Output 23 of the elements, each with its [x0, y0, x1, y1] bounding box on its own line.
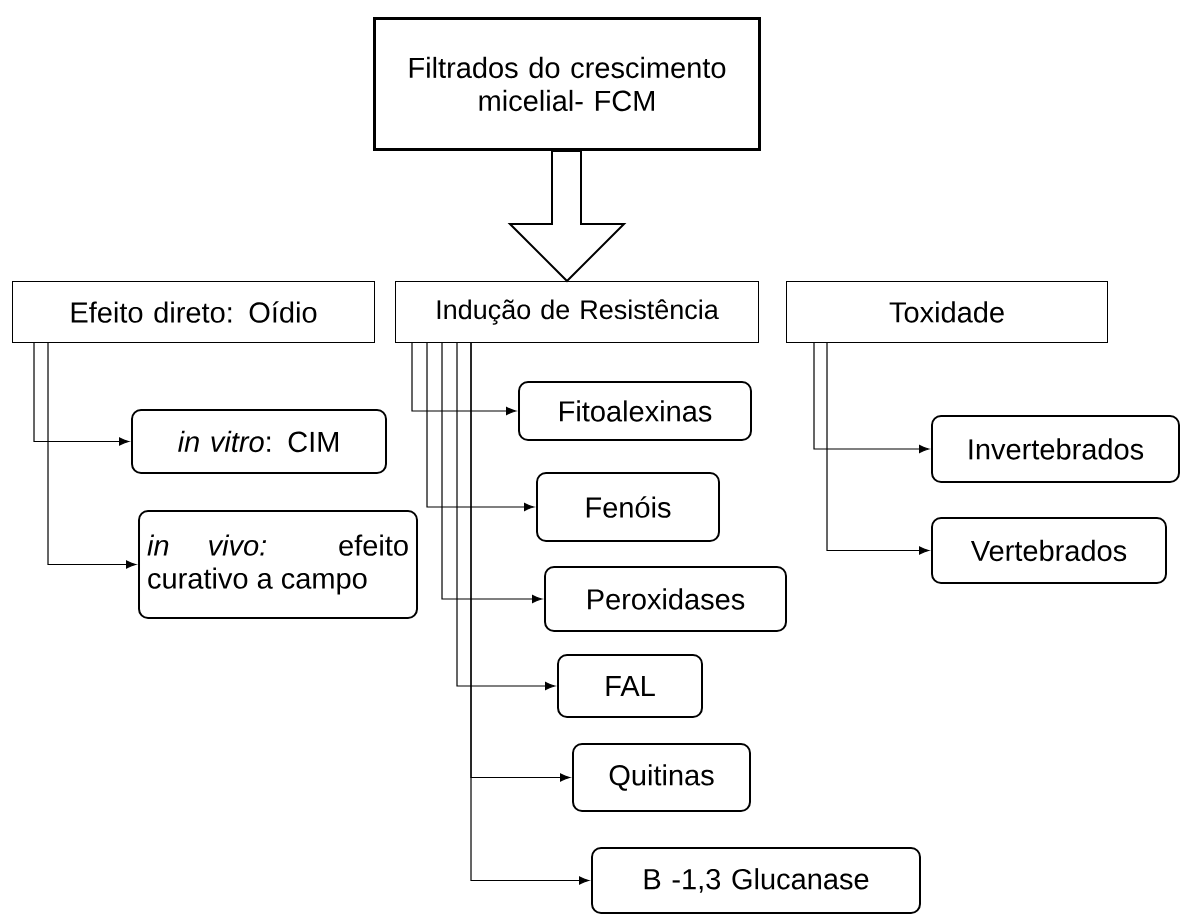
- result-box: Fitoalexinas: [518, 381, 752, 441]
- arrow: [826, 342, 930, 555]
- source-box: Filtrados do crescimento micelial- FCM: [373, 17, 761, 151]
- arrow: [813, 342, 930, 454]
- arrow: [47, 342, 137, 569]
- result-box: Quitinas: [572, 743, 751, 812]
- arrow: [456, 342, 556, 691]
- arrow: [411, 342, 517, 416]
- result-box: Peroxidases: [544, 566, 787, 632]
- result-box: Invertebrados: [931, 415, 1180, 483]
- category-box: Indução de Resistência: [395, 281, 759, 343]
- result-box: in vitro: CIM: [131, 409, 387, 474]
- arrow: [33, 342, 130, 446]
- result-box: B -1,3 Glucanase: [591, 847, 921, 914]
- arrow: [470, 342, 590, 885]
- result-box: FAL: [557, 654, 703, 718]
- result-box: Fenóis: [536, 472, 720, 542]
- category-box: Toxidade: [786, 281, 1108, 343]
- arrow: [426, 342, 535, 512]
- arrow: [441, 342, 543, 604]
- result-box: in vivo: efeito curativo a campo: [138, 510, 418, 619]
- category-box: Efeito direto: Oídio: [12, 281, 375, 343]
- result-box: Vertebrados: [931, 517, 1167, 584]
